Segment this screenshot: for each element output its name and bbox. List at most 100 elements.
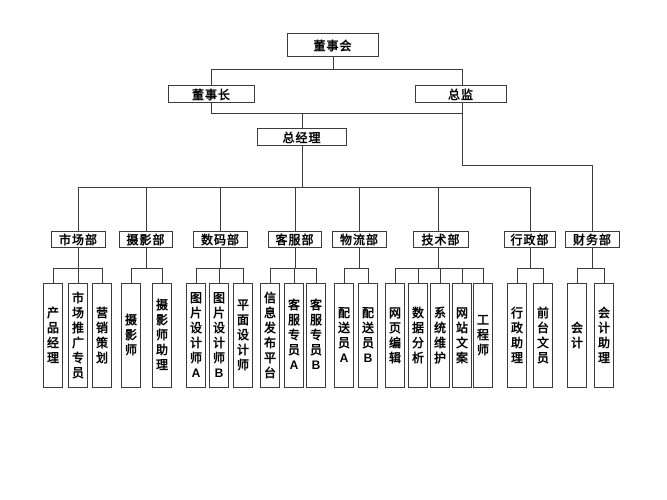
position-label: 平面设计师 xyxy=(236,298,249,372)
position-label: 信息发布平台 xyxy=(263,290,276,380)
org-node-position: 数据分析 xyxy=(408,283,428,388)
connector-line-v xyxy=(592,248,593,268)
connector-line-v xyxy=(131,268,132,283)
org-node-position: 配送员A xyxy=(334,283,354,388)
org-node-chairman: 董事长 xyxy=(168,85,255,103)
org-node-position: 配送员B xyxy=(358,283,378,388)
connector-line-v xyxy=(517,268,518,283)
org-node-position: 市场推广专员 xyxy=(68,283,88,388)
position-label: 会计助理 xyxy=(597,305,610,365)
connector-line-v xyxy=(368,268,369,283)
org-node-position: 平面设计师 xyxy=(233,283,253,388)
position-label: 图片设计师B xyxy=(212,290,225,380)
connector-line-h xyxy=(78,187,531,188)
position-label: 会计 xyxy=(570,320,583,350)
connector-line-v xyxy=(78,248,79,268)
org-node-position: 营销策划 xyxy=(92,283,112,388)
org-node-position: 客服专员A xyxy=(284,283,304,388)
connector-line-v xyxy=(220,187,221,231)
position-label: 前台文员 xyxy=(536,305,549,365)
org-node-logistics-dept: 物流部 xyxy=(332,231,387,248)
org-node-board: 董事会 xyxy=(287,33,379,57)
connector-line-v xyxy=(316,268,317,283)
connector-line-v xyxy=(604,268,605,283)
connector-line-v xyxy=(418,268,419,283)
org-node-market-dept: 市场部 xyxy=(51,231,106,248)
org-node-director: 总监 xyxy=(415,85,507,103)
position-label: 摄影师助理 xyxy=(155,298,168,372)
connector-line-v xyxy=(530,248,531,268)
position-label: 营销策划 xyxy=(95,305,108,365)
connector-line-v xyxy=(295,187,296,231)
connector-line-v xyxy=(78,268,79,283)
org-node-general-manager: 总经理 xyxy=(257,128,347,146)
connector-line-v xyxy=(440,268,441,283)
connector-line-v xyxy=(462,69,463,85)
connector-line-v xyxy=(295,248,296,268)
connector-line-v xyxy=(294,268,295,283)
connector-line-v xyxy=(146,187,147,231)
connector-line-h xyxy=(577,268,604,269)
position-label: 配送员B xyxy=(361,305,374,365)
connector-line-v xyxy=(462,268,463,283)
connector-line-v xyxy=(53,268,54,283)
org-node-position: 摄影师助理 xyxy=(152,283,172,388)
org-node-finance-dept: 财务部 xyxy=(565,231,620,248)
connector-line-h xyxy=(211,69,463,70)
connector-line-v xyxy=(220,248,221,268)
position-label: 行政助理 xyxy=(510,305,523,365)
connector-line-h xyxy=(395,268,483,269)
connector-line-v xyxy=(359,187,360,231)
position-label: 客服专员B xyxy=(309,298,322,372)
position-label: 网页编辑 xyxy=(388,305,401,365)
connector-line-v xyxy=(530,187,531,231)
connector-line-v xyxy=(146,248,147,268)
position-label: 客服专员A xyxy=(287,298,300,372)
position-label: 图片设计师A xyxy=(189,290,202,380)
org-node-admin-dept: 行政部 xyxy=(504,231,556,248)
connector-line-v xyxy=(438,187,439,231)
connector-line-v xyxy=(359,248,360,268)
connector-line-v xyxy=(577,268,578,283)
org-node-position: 产品经理 xyxy=(43,283,63,388)
org-node-photography-dept: 摄影部 xyxy=(119,231,173,248)
org-node-position: 会计 xyxy=(567,283,587,388)
connector-line-v xyxy=(302,113,303,128)
connector-line-h xyxy=(270,268,317,269)
connector-line-v xyxy=(219,268,220,283)
position-label: 产品经理 xyxy=(46,305,59,365)
connector-line-v xyxy=(395,268,396,283)
connector-line-h xyxy=(211,113,463,114)
connector-line-v xyxy=(344,268,345,283)
org-node-position: 前台文员 xyxy=(533,283,553,388)
position-label: 工程师 xyxy=(476,313,489,357)
connector-line-v xyxy=(78,187,79,231)
connector-line-v xyxy=(270,268,271,283)
org-node-position: 工程师 xyxy=(473,283,493,388)
connector-line-h xyxy=(462,165,593,166)
org-node-position: 行政助理 xyxy=(507,283,527,388)
position-label: 网站文案 xyxy=(455,305,468,365)
connector-line-v xyxy=(302,146,303,187)
connector-line-h xyxy=(344,268,369,269)
connector-line-v xyxy=(162,268,163,283)
org-node-position: 客服专员B xyxy=(306,283,326,388)
connector-line-v xyxy=(483,268,484,283)
position-label: 配送员A xyxy=(337,305,350,365)
org-node-position: 信息发布平台 xyxy=(260,283,280,388)
connector-line-v xyxy=(243,268,244,283)
position-label: 摄影师 xyxy=(124,313,137,357)
connector-line-v xyxy=(462,103,463,165)
connector-line-h xyxy=(131,268,162,269)
org-node-position: 系统维护 xyxy=(430,283,450,388)
connector-line-v xyxy=(592,165,593,231)
position-label: 市场推广专员 xyxy=(71,290,84,380)
connector-line-v xyxy=(438,248,439,268)
org-node-digital-dept: 数码部 xyxy=(193,231,248,248)
position-label: 数据分析 xyxy=(411,305,424,365)
connector-line-v xyxy=(211,103,212,113)
connector-line-v xyxy=(333,57,334,69)
connector-line-v xyxy=(102,268,103,283)
connector-line-h xyxy=(196,268,244,269)
